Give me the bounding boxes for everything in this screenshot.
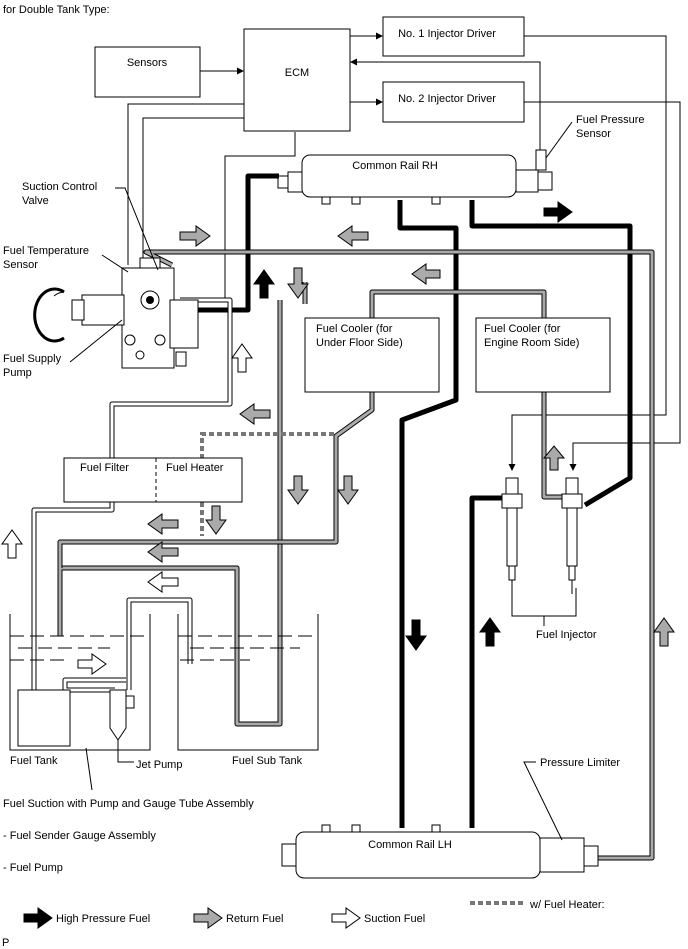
legend-high-pressure-icon (23, 907, 53, 929)
sensors-label: Sensors (127, 57, 168, 69)
legend: High Pressure Fuel Return Fuel Suction F… (23, 899, 605, 929)
fuel-injector-label: Fuel Injector (536, 629, 597, 641)
fuel-supply-pump-label-2: Pump (3, 367, 32, 379)
suction-control-valve-label-2: Valve (22, 195, 49, 207)
ret-arrow-left-3 (239, 403, 271, 425)
ecm-label: ECM (285, 67, 309, 79)
suction-lines (31, 297, 233, 720)
fuel-supply-pump (33, 257, 199, 369)
ret-arrow-up-2 (653, 617, 675, 647)
hp-arrow-up-2 (479, 617, 501, 647)
jet-pump-leader (117, 740, 134, 763)
footer-code: P (2, 937, 9, 949)
injector-driver-1-box: No. 1 Injector Driver (382, 16, 525, 57)
fuel-injector-leader (511, 588, 577, 617)
fuel-cooler-engine-room: Fuel Cooler (for Engine Room Side) (475, 317, 611, 393)
injector-driver-2-label: No. 2 Injector Driver (398, 93, 496, 105)
assembly-title: Fuel Suction with Pump and Gauge Tube As… (3, 798, 254, 810)
fuel-cooler-under-floor: Fuel Cooler (for Under Floor Side) (304, 317, 440, 393)
suc-arrow-up-1 (231, 343, 253, 373)
common-rail-lh: Common Rail LH (281, 824, 599, 879)
fuel-injector-2 (561, 477, 583, 594)
suc-arrow-left (147, 571, 179, 593)
common-rail-rh: Common Rail RH (277, 154, 553, 205)
suc-arrow-up-2 (1, 529, 23, 559)
suc-arrow-right (77, 653, 107, 675)
ret-arrow-down-4 (205, 505, 227, 535)
injector-driver-1-label: No. 1 Injector Driver (398, 28, 496, 40)
ret-arrow-down-2 (287, 475, 309, 505)
hp-arrow-up (253, 269, 275, 299)
jet-pump-label: Jet Pump (136, 759, 182, 771)
fuel-injector-1 (501, 477, 523, 594)
fuel-cooler-under-floor-label-2: Under Floor Side) (316, 337, 403, 349)
sensors-box: Sensors (94, 46, 201, 98)
fuel-temperature-sensor-label-2: Sensor (3, 259, 38, 271)
legend-return-label: Return Fuel (226, 913, 283, 925)
flow-arrows (1, 201, 675, 675)
ret-arrow-down-3 (337, 475, 359, 505)
suction-control-valve-label-1: Suction Control (22, 181, 97, 193)
ret-arrow-right-1 (179, 225, 211, 247)
fuel-cooler-under-floor-label-1: Fuel Cooler (for (316, 323, 393, 335)
fuel-temperature-sensor-label-1: Fuel Temperature (3, 245, 89, 257)
fuel-supply-pump-label-1: Fuel Supply (3, 353, 62, 365)
common-rail-lh-label: Common Rail LH (368, 839, 452, 851)
legend-heater-label: w/ Fuel Heater: (529, 899, 605, 911)
ret-arrow-left-2 (411, 263, 441, 285)
fuel-sub-tank (177, 614, 319, 751)
fuel-sub-tank-label: Fuel Sub Tank (232, 755, 303, 767)
pressure-limiter-label: Pressure Limiter (540, 757, 620, 769)
fuel-tank (9, 614, 151, 751)
ret-arrow-down-1 (287, 267, 309, 299)
ret-arrow-left-5 (147, 541, 179, 563)
assembly-item-1: - Fuel Sender Gauge Assembly (3, 830, 156, 842)
signal-lines (127, 32, 681, 471)
pressure-limiter-leader (523, 761, 563, 841)
ret-arrow-up-1 (542, 445, 566, 471)
diagram-heading: for Double Tank Type: (3, 4, 110, 16)
legend-high-pressure-label: High Pressure Fuel (56, 913, 150, 925)
assembly-item-2: - Fuel Pump (3, 862, 63, 874)
fuel-pressure-sensor-label-1: Fuel Pressure (576, 114, 644, 126)
fuel-pressure-sensor-label-2: Sensor (576, 128, 611, 140)
ret-arrow-left-1 (337, 225, 369, 247)
legend-return-icon (193, 907, 223, 929)
fuel-tank-label: Fuel Tank (10, 755, 58, 767)
return-lines (57, 249, 655, 861)
ecm-box: ECM (243, 28, 351, 132)
legend-suction-label: Suction Fuel (364, 913, 425, 925)
fuel-cooler-engine-room-label-1: Fuel Cooler (for (484, 323, 561, 335)
fuel-pressure-sensor: Fuel Pressure Sensor (535, 114, 644, 171)
fuel-supply-pump-labels: Suction Control Valve Fuel Temperature S… (3, 181, 159, 379)
fuel-filter-label: Fuel Filter (80, 462, 129, 474)
ret-arrow-left-4 (147, 513, 179, 535)
injector-driver-2-box: No. 2 Injector Driver (382, 81, 525, 123)
legend-suction-icon (331, 907, 361, 929)
hp-arrow-right (543, 201, 573, 223)
high-pressure-lines (196, 173, 633, 828)
fuel-cooler-engine-room-label-2: Engine Room Side) (484, 337, 579, 349)
common-rail-rh-label: Common Rail RH (352, 160, 438, 172)
fuel-filter-heater-box: Fuel Filter Fuel Heater (63, 457, 243, 503)
hp-arrow-down (405, 619, 427, 651)
fuel-heater-label: Fuel Heater (166, 462, 224, 474)
